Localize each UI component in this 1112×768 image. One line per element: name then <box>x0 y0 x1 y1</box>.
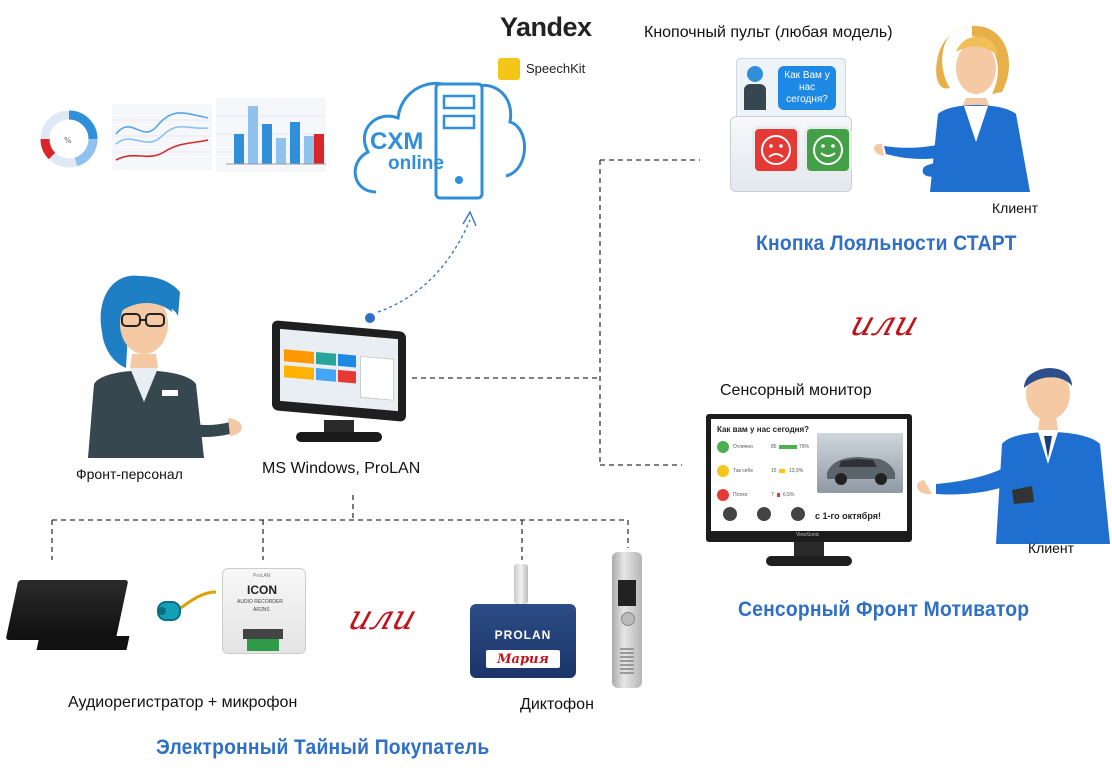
dictaphone-device <box>612 552 642 688</box>
monitor-footer: с 1-го октября! <box>815 511 881 521</box>
recorder-label: Аудиорегистратор + микрофон <box>68 694 298 711</box>
cloud-label-line1: CXM <box>370 128 424 155</box>
pos-terminal-device <box>262 320 412 444</box>
mic-icon[interactable] <box>723 507 737 521</box>
recorder-top-text: ProLAN <box>253 573 271 579</box>
icon-recorder-device: ProLAN ICON AUDIO RECORDER AR2NS <box>222 568 306 654</box>
recorder-sub: AUDIO RECORDER <box>237 599 283 605</box>
line-chart-thumbnail <box>112 104 212 170</box>
or-label-bottom: или <box>343 598 422 638</box>
row-percent-ok: 13,9% <box>789 468 804 474</box>
recorder-box-device <box>5 574 130 652</box>
pos-label: MS Windows, ProLAN <box>262 460 421 477</box>
front-staff-label: Фронт-персонал <box>76 466 183 482</box>
client-man-icon <box>917 368 1110 544</box>
touch-monitor-heading: Сенсорный Фронт Мотиватор <box>738 598 1030 621</box>
badge-brand: PROLAN <box>494 628 552 642</box>
panel-bubble: Как Вам у нас сегодня? <box>778 66 836 110</box>
row-percent-bad: 6,5% <box>783 492 795 498</box>
monitor-brand: ViewSonic <box>796 532 820 538</box>
recorder-title: ICON <box>247 583 277 597</box>
bottom-heading: Электронный Тайный Покупатель <box>156 736 490 759</box>
chat-icon[interactable] <box>757 507 771 521</box>
client-label-top: Клиент <box>992 200 1039 216</box>
monitor-row-bad: Плохо 7 6,5% <box>717 489 815 503</box>
donut-chart-thumbnail: % <box>40 110 98 168</box>
button-panel-device: Как Вам у нас сегодня? <box>726 58 854 194</box>
row-percent-good: 79% <box>799 444 810 450</box>
row-count-good: 85 <box>771 444 777 450</box>
yandex-logo: Yandex <box>500 12 592 42</box>
monitor-row-ok: Так себе 15 13,9% <box>717 465 815 479</box>
pos-screen <box>280 328 398 412</box>
monitor-stand <box>794 542 824 556</box>
front-staff-icon <box>88 275 242 458</box>
client-label-bottom: Клиент <box>1028 540 1075 556</box>
speechkit-label: SpeechKit <box>526 61 586 76</box>
badge-name: Мария <box>497 652 549 667</box>
cloud-label: CXM online <box>370 130 476 174</box>
row-label-ok: Так себе <box>733 468 753 474</box>
cloud-label-line2: online <box>388 153 444 174</box>
name-badge: PROLAN Мария <box>470 604 576 678</box>
dictaphone-label: Диктофон <box>520 696 594 713</box>
row-count-bad: 7 <box>771 492 774 498</box>
row-label-bad: Плохо <box>733 492 748 498</box>
or-label-right: или <box>845 304 924 344</box>
cloud-server-icon <box>353 81 526 200</box>
badge-clip <box>514 564 528 604</box>
monitor-base <box>766 556 852 566</box>
happy-button[interactable] <box>804 126 852 174</box>
monitor-question: Как вам у нас сегодня? <box>717 425 810 434</box>
car-image <box>817 433 903 493</box>
touch-monitor-device: Как вам у нас сегодня? Отлично 85 79% Та… <box>706 414 912 542</box>
bar-chart-thumbnail <box>216 98 326 172</box>
panel-bubble-text: Как Вам у нас сегодня? <box>784 70 830 105</box>
monitor-row-good: Отлично 85 79% <box>717 441 815 455</box>
check-icon[interactable] <box>791 507 805 521</box>
speechkit-icon <box>498 58 520 80</box>
svg-text:%: % <box>64 136 72 145</box>
sad-button[interactable] <box>752 126 800 174</box>
row-count-ok: 15 <box>771 468 777 474</box>
monitor-screen: Как вам у нас сегодня? Отлично 85 79% Та… <box>711 419 907 531</box>
client-woman-icon <box>874 25 1030 192</box>
microphone-icon <box>157 590 217 621</box>
touch-monitor-title: Сенсорный монитор <box>720 382 872 399</box>
recorder-model: AR2NS <box>253 607 270 613</box>
button-panel-heading: Кнопка Лояльности СТАРТ <box>756 232 1017 255</box>
button-panel-title: Кнопочный пульт (любая модель) <box>644 24 893 41</box>
row-label-good: Отлично <box>733 444 753 450</box>
panel-mascot-icon <box>744 66 766 110</box>
